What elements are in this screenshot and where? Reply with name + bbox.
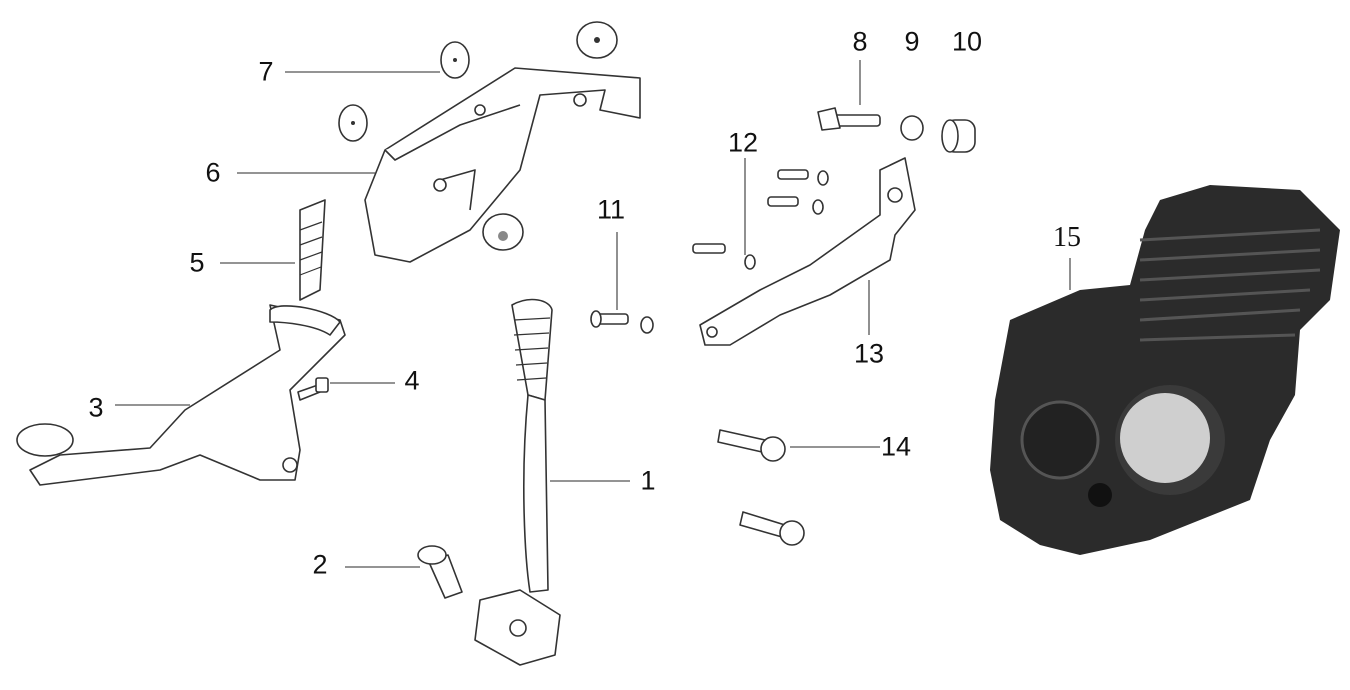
callout-7: 7 (258, 56, 274, 87)
battery-bracket-icon (364, 67, 641, 263)
bolt-icon (817, 107, 881, 131)
callout-5: 5 (189, 247, 205, 278)
leader-lines (115, 60, 1071, 568)
brake-pedal-icon (16, 304, 346, 486)
callout-13: 13 (853, 338, 885, 369)
callout-8: 8 (852, 26, 868, 57)
callout-3: 3 (88, 392, 104, 423)
rubber-disc-icon (338, 21, 618, 251)
callout-12: 12 (727, 127, 759, 158)
callout-2: 2 (312, 549, 328, 580)
rubber-bushing-icon (941, 119, 976, 153)
callout-15: 15 (1053, 222, 1081, 253)
callout-1: 1 (640, 465, 656, 496)
mounting-bracket-icon (699, 157, 916, 346)
callout-11: 11 (596, 194, 626, 225)
callout-4: 4 (404, 365, 420, 396)
callout-6: 6 (205, 157, 221, 188)
bolt-icon (417, 545, 463, 599)
pedal-rubber-icon (299, 199, 326, 301)
kickstand-icon (474, 298, 561, 666)
callout-9: 9 (904, 26, 920, 57)
engine-image (990, 185, 1340, 555)
bolt-washer-icon (692, 169, 829, 270)
bolt-icon (297, 377, 329, 401)
bolt-washer-icon (590, 310, 654, 334)
flange-bolt-icon (717, 429, 805, 546)
washer-icon (900, 115, 924, 141)
callout-14: 14 (880, 431, 912, 462)
callout-10: 10 (951, 26, 983, 57)
